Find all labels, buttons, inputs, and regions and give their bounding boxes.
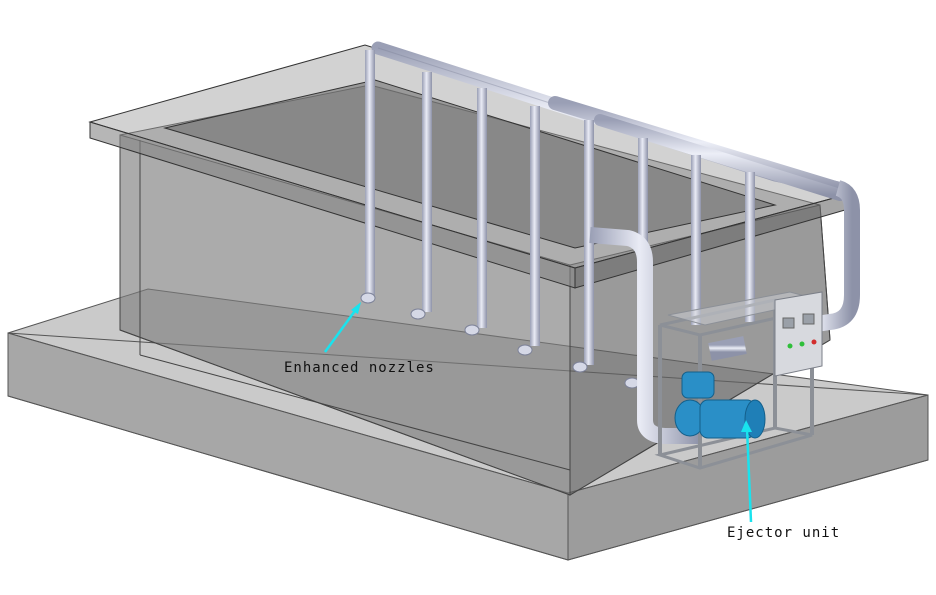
header-pipe xyxy=(371,41,849,201)
nozzle-pipe xyxy=(572,120,594,373)
ejector-arrow xyxy=(741,420,753,523)
ejector-unit-label: Ejector unit xyxy=(727,525,841,541)
pump-motor xyxy=(674,336,766,439)
nozzle-pipe xyxy=(360,50,376,304)
nozzle-pipe xyxy=(691,155,701,325)
nozzles-arrow xyxy=(323,302,361,353)
nozzle-pipe xyxy=(517,106,540,356)
nozzle-pipe xyxy=(745,172,755,322)
nozzle-pipe xyxy=(464,88,487,336)
control-lamp xyxy=(787,343,793,349)
supply-pipe xyxy=(589,180,860,444)
enhanced-nozzles-label: Enhanced nozzles xyxy=(284,360,435,376)
control-lamp xyxy=(811,339,817,345)
nozzle-pipe xyxy=(410,72,432,320)
control-lamp xyxy=(799,341,805,347)
control-box xyxy=(774,291,823,377)
tank-rim xyxy=(88,44,847,289)
